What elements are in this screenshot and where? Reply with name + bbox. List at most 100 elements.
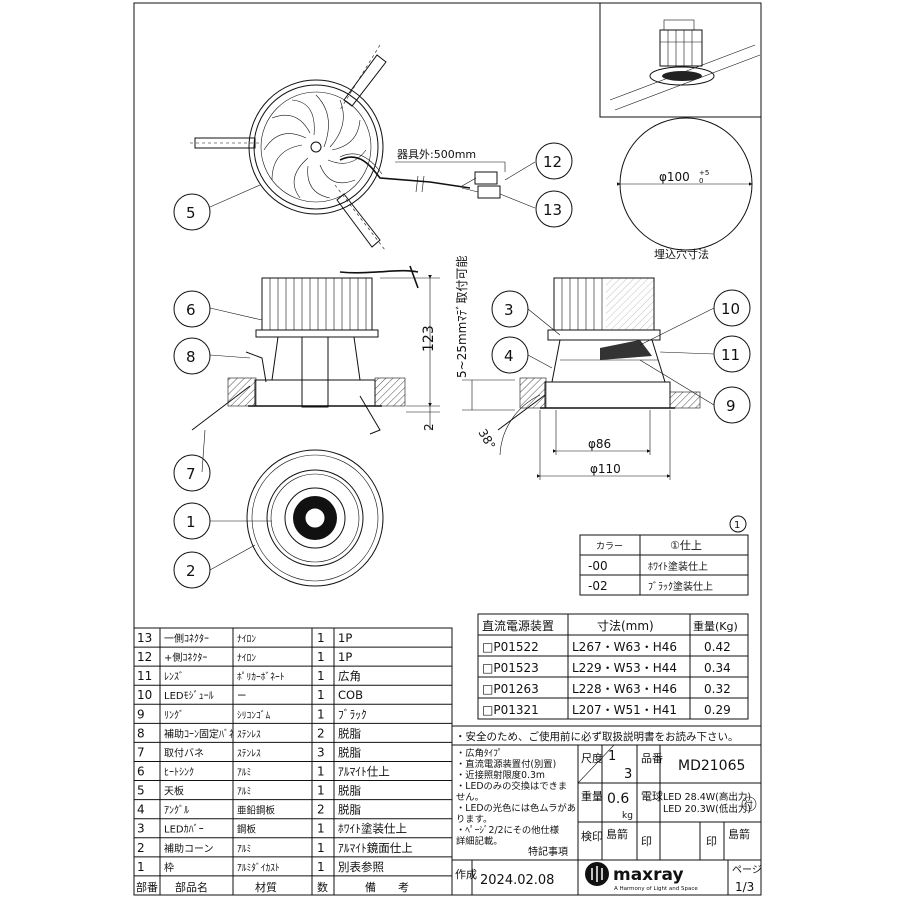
part-remarks-cell: ﾌﾞﾗｯｸ [338, 707, 367, 721]
parts-footer-name: 部品名 [175, 880, 208, 894]
parts-footer-qty: 数 [317, 881, 328, 894]
note-line: 詳細記載。 [456, 835, 503, 847]
part-material-cell: ー [237, 691, 247, 702]
leader-lines [201, 161, 715, 571]
power-row-model: □P01522 [482, 640, 539, 654]
svg-text:9: 9 [726, 397, 736, 415]
part-qty-cell: 3 [317, 745, 325, 759]
svg-text:6: 6 [186, 301, 196, 319]
top-view [190, 44, 506, 251]
svg-text:13: 13 [543, 201, 562, 219]
part-material-cell: 亜鉛鋼板 [237, 805, 276, 817]
color-code-00: -00 [588, 559, 608, 573]
part-material-cell: ﾎﾟﾘｶｰﾎﾞﾈｰﾄ [237, 672, 285, 683]
cutout-tol-minus: 0 [699, 177, 703, 185]
ceiling-range-dim [462, 379, 515, 411]
weight-value: 0.6 [607, 791, 629, 807]
part-remarks-cell: ｱﾙﾏｲﾄ鏡面仕上 [338, 841, 413, 855]
part-number-cell: 12 [137, 650, 152, 664]
color-table: 1 カラー ①仕上 -00 ﾎﾜｲﾄ塗装仕上 -02 ﾌﾞﾗｯｸ塗装仕上 [579, 515, 749, 596]
color-code-02: -02 [588, 579, 608, 593]
led-high-output: LED 28.4W(高出力) [663, 791, 751, 803]
note-line: ・広角ﾀｲﾌﾟ [456, 747, 503, 759]
drawing-date: 2024.02.08 [480, 873, 554, 888]
note-line: ・直流電源装置付(別置) [456, 758, 556, 770]
parts-footer-remarks: 備 考 [365, 881, 409, 894]
color-header-finish: ①仕上 [670, 539, 702, 552]
part-qty-cell: 1 [317, 822, 325, 836]
balloon-6: 6 [173, 290, 211, 328]
part-no-label: 品番 [641, 752, 663, 765]
part-material-cell: ｱﾙﾐﾀﾞｲｶｽﾄ [237, 863, 280, 874]
svg-text:7: 7 [186, 465, 196, 483]
special-notes-label: 特記事項 [528, 845, 568, 858]
part-name-cell: 補助コーン [164, 842, 214, 855]
cutout-diameter: φ100 [659, 170, 690, 184]
note-line: ・ﾍﾟｰｼﾞ2/2にその他仕様 [456, 824, 560, 836]
svg-text:10: 10 [721, 300, 740, 318]
part-number-cell: 11 [137, 669, 152, 683]
front-view [246, 449, 384, 587]
part-remarks-cell: 1P [338, 631, 352, 645]
scale-label: 尺度 [581, 751, 603, 765]
height-dimension: 123 [421, 325, 437, 352]
inspect-label: 検印 [581, 829, 603, 843]
title-block [452, 725, 761, 895]
part-name-cell: LEDｶﾊﾞｰ [164, 824, 204, 836]
balloon-12: 12 [535, 142, 573, 180]
svg-text:4: 4 [504, 347, 514, 365]
note-line: ります。 [456, 814, 492, 825]
perspective-view [609, 19, 761, 111]
color-finish-00: ﾎﾜｲﾄ塗装仕上 [648, 560, 708, 573]
part-remarks-cell: 1P [338, 650, 352, 664]
parts-footer-no: 部番 [136, 880, 158, 894]
part-number: MD21065 [678, 758, 745, 774]
part-material-cell: ｽﾃﾝﾚｽ [237, 748, 261, 759]
part-material-cell: ｼﾘｺﾝｺﾞﾑ [237, 710, 271, 721]
part-remarks-cell: ﾎﾜｲﾄ塗装仕上 [338, 822, 407, 836]
cable-length-label: 器具外:500mm [397, 148, 476, 161]
part-name-cell: 取付バネ [164, 746, 204, 759]
part-number-cell: 7 [137, 745, 145, 759]
made-label: 作成 [455, 868, 477, 881]
part-qty-cell: 1 [317, 688, 325, 702]
angle-dimension: 38° [475, 427, 498, 452]
part-qty-cell: 1 [317, 707, 325, 721]
page-label: ページ [732, 865, 762, 876]
svg-text:11: 11 [721, 346, 740, 364]
balloon-11: 11 [713, 335, 751, 373]
power-row-model: □P01263 [482, 682, 539, 696]
svg-text:1: 1 [734, 520, 740, 531]
weight-label: 重量 [581, 789, 603, 803]
part-number-cell: 3 [137, 822, 145, 836]
part-remarks-cell: COB [338, 688, 363, 702]
part-name-cell: +側ｺﾈｸﾀｰ [164, 651, 207, 664]
part-number-cell: 5 [137, 784, 145, 798]
scale-numerator: 1 [608, 749, 616, 764]
svg-text:8: 8 [186, 348, 196, 366]
part-qty-cell: 1 [317, 669, 325, 683]
cutout-caption: 埋込穴寸法 [654, 247, 709, 261]
power-supply-table: 直流電源装置 寸法(mm) 重量(Kg) □P01522 L267・W63・H4… [477, 613, 749, 720]
part-material-cell: ｱﾙﾐ [237, 767, 251, 778]
inspector-name-2: 島箭 [728, 827, 750, 841]
part-name-cell: ﾘﾝｸﾞ [164, 709, 184, 721]
balloon-10: 10 [713, 289, 751, 327]
part-qty-cell: 1 [317, 631, 325, 645]
color-header-label: カラー [596, 541, 623, 552]
led-mark-circle [741, 796, 757, 812]
part-qty-cell: 1 [317, 764, 325, 778]
weight-unit: kg [622, 811, 633, 821]
thickness-dimension: 2 [422, 423, 436, 431]
svg-text:maxray: maxray [613, 865, 684, 885]
power-header-weight: 重量(Kg) [693, 619, 738, 633]
part-remarks-cell: 別表参照 [338, 860, 384, 874]
part-name-cell: LEDﾓｼﾞｭｰﾙ [164, 690, 214, 702]
page-number: 1/3 [735, 880, 754, 894]
seal-1: 印 [641, 835, 652, 848]
part-name-cell: 枠 [164, 861, 174, 874]
balloon-9: 9 [713, 386, 751, 424]
power-row-weight: 0.34 [704, 661, 731, 675]
